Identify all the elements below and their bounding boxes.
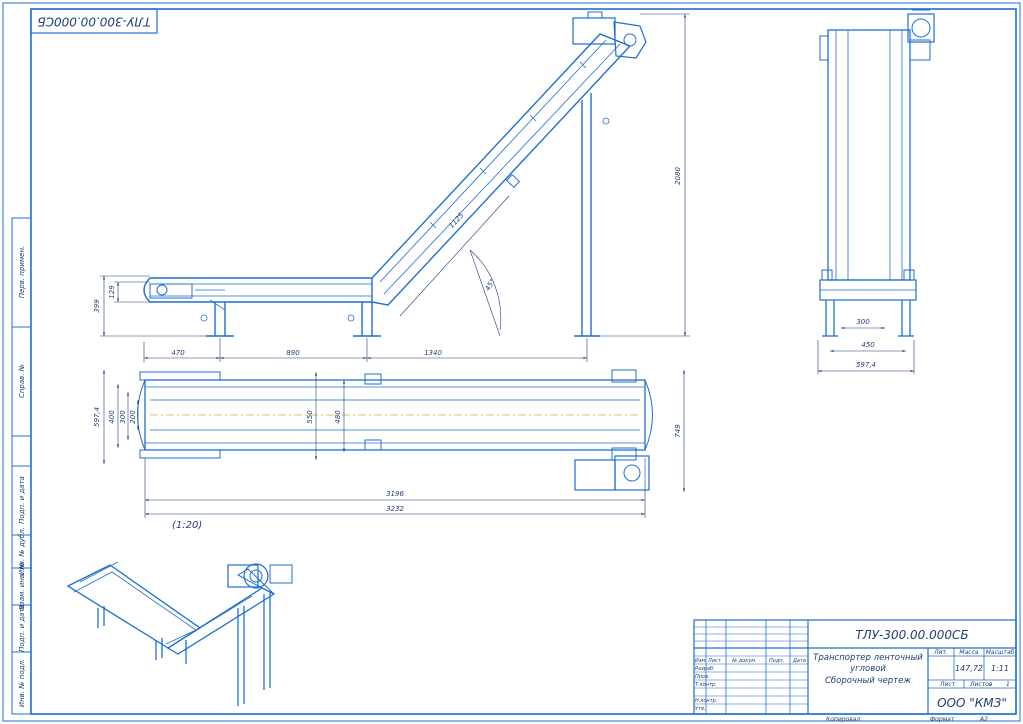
margin-label-dubl: Инв. № дубл. [18, 527, 26, 575]
company-name: ООО "КМЗ" [937, 696, 1007, 710]
footer-format-value: А2 [979, 716, 988, 723]
row-sign: Подп. [769, 658, 784, 664]
dim-top-749: 749 [674, 424, 682, 438]
dim-top-400: 400 [108, 410, 116, 424]
title-name-2: угловой [849, 664, 886, 674]
row-utv: Утв. [695, 706, 706, 712]
title-name-1: Транспортер ленточный [813, 653, 923, 663]
dim-side-597: 597,4 [856, 361, 876, 369]
scale-value: 1:11 [991, 664, 1009, 673]
front-view [143, 11, 647, 337]
col-mass: Масса [959, 649, 978, 656]
side-view-dimensions [817, 326, 915, 374]
row-doc: № докум. [731, 658, 757, 664]
row-nkontr: Н.контр. [695, 698, 717, 704]
col-lit: Лит. [933, 649, 948, 656]
dim-1340: 1340 [424, 349, 442, 357]
dim-470: 470 [171, 349, 185, 357]
dim-2080: 2080 [674, 167, 682, 185]
sheet-label: Лист [939, 681, 956, 688]
dim-top-300: 300 [119, 410, 127, 424]
margin-label-podl: Инв. № подл. [18, 659, 26, 707]
title-block [693, 619, 1017, 715]
isometric-view [66, 561, 293, 706]
dim-3232: 3232 [386, 505, 404, 513]
margin-label-perv: Перв. примен. [18, 246, 26, 299]
sheets-value: 1 [1006, 681, 1010, 688]
margin-label-sprav: Справ. № [18, 364, 26, 398]
footer-format: Формат [930, 716, 955, 723]
dim-129: 129 [108, 285, 116, 299]
row-list: Лист [707, 658, 722, 664]
top-stamp: ТЛУ-300.00.000СБ [30, 8, 158, 34]
row-prov: Пров. [695, 674, 710, 680]
margin-label-vzam: Взам. инв. № [18, 562, 26, 610]
margin-label-podp2: Подп. и дата [18, 604, 26, 652]
title-designation: ТЛУ-300.00.000СБ [855, 628, 968, 642]
dim-1125: 1125 [448, 211, 466, 230]
row-razrab: Разраб. [695, 666, 715, 672]
top-stamp-text: ТЛУ-300.00.000СБ [37, 15, 150, 29]
left-margin-strip [11, 217, 32, 715]
side-view [819, 9, 935, 337]
dim-angle: 45° [484, 278, 497, 293]
mass-value: 147,72 [955, 664, 983, 673]
dim-890: 890 [286, 349, 300, 357]
margin-label-podp1: Подп. и дата [18, 476, 26, 524]
title-name-3: Сборочный чертеж [825, 676, 911, 686]
dim-top-597: 597,4 [93, 407, 101, 427]
sheets-label: Листов [969, 681, 993, 688]
dim-side-300: 300 [856, 318, 870, 326]
scale-note: (1:20) [172, 520, 202, 531]
footer-copied: Копировал [826, 716, 860, 723]
row-date: Дата [792, 658, 806, 664]
dim-side-450: 450 [861, 341, 875, 349]
top-view [137, 369, 653, 491]
dim-399: 399 [93, 299, 101, 313]
dim-3196: 3196 [386, 490, 404, 498]
top-view-dimensions [102, 370, 686, 518]
dim-top-200: 200 [129, 410, 137, 424]
row-izm: Изм. [695, 658, 707, 664]
col-scale: Масштаб [986, 649, 1015, 656]
dim-top-480: 480 [334, 410, 342, 424]
dim-top-550: 550 [306, 410, 314, 424]
row-tkontr: Т.контр. [695, 682, 717, 688]
front-view-dimensions [100, 13, 690, 362]
